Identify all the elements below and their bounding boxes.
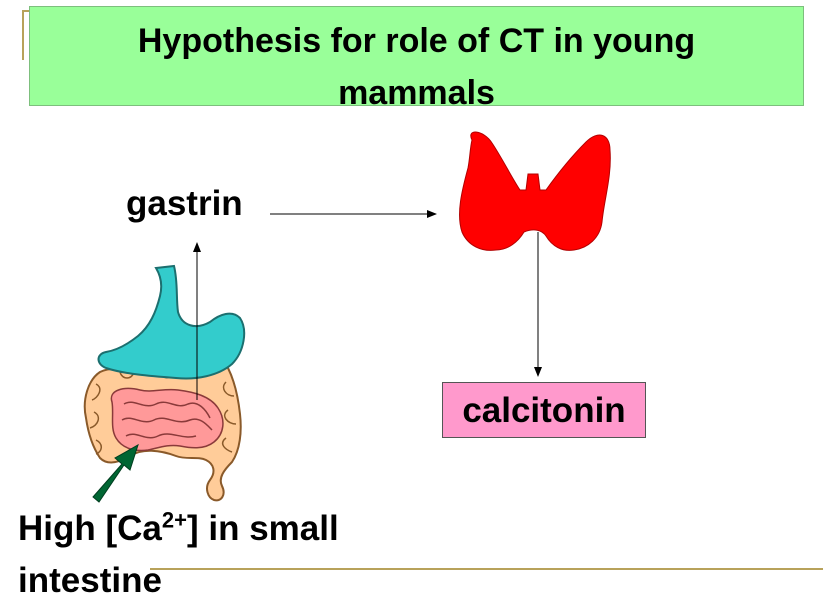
thyroid-gland-icon	[459, 131, 611, 251]
high-calcium-prefix: High [Ca	[18, 509, 162, 548]
high-calcium-label: High [Ca2+] in small intestine	[18, 503, 438, 607]
high-calcium-suffix: ] in small intestine	[18, 509, 339, 600]
calcium-charge-superscript: 2+	[161, 507, 187, 533]
calcitonin-label: calcitonin	[462, 391, 626, 430]
slide-title: Hypothesis for role of CT in young mamma…	[137, 22, 696, 106]
title-box: Hypothesis for role of CT in young mamma…	[29, 6, 804, 106]
top-decor-line	[22, 10, 32, 12]
top-left-decor-line	[22, 10, 24, 60]
gastrin-label: gastrin	[126, 184, 243, 223]
small-intestine-coils	[121, 401, 213, 439]
calcitonin-box: calcitonin	[442, 382, 646, 438]
bottom-decor-line	[150, 568, 823, 570]
stomach-icon	[97, 264, 246, 380]
intestine-pointer-arrow	[92, 443, 139, 503]
